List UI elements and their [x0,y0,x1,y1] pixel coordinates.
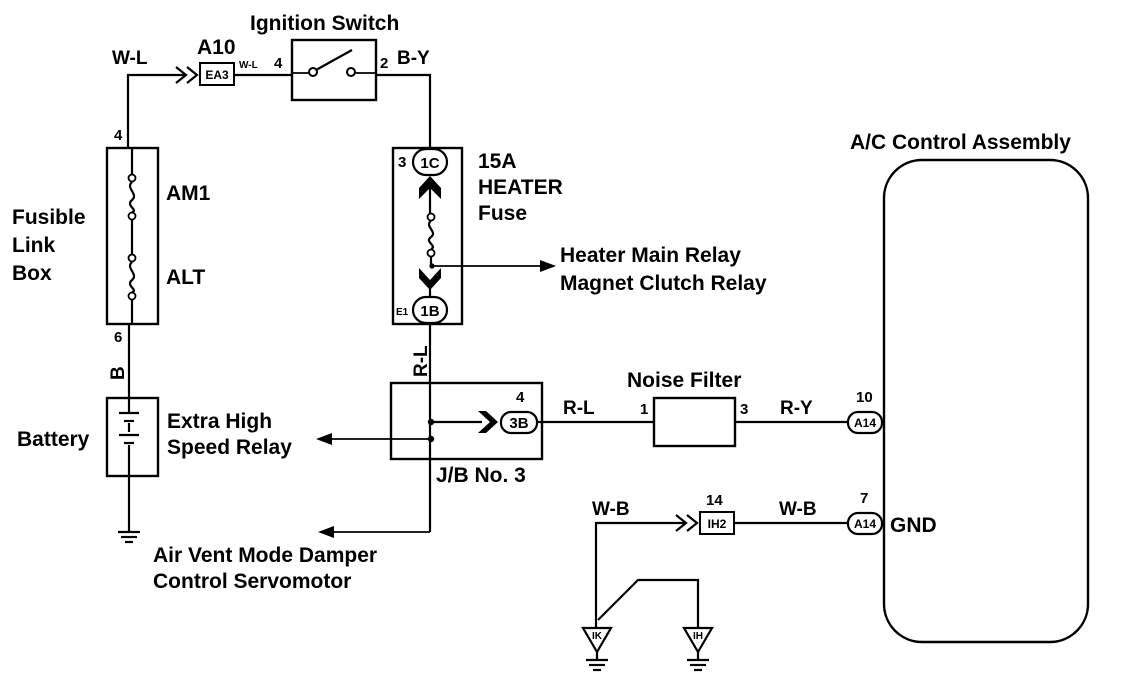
connector-a10-label: A10 [197,36,236,59]
ignition-switch-label: Ignition Switch [250,12,399,35]
heater-fuse-block [391,146,464,326]
gnd-label: GND [890,514,937,537]
extra-high-label-1: Extra High [167,410,272,433]
fusible-link-box [105,146,160,326]
magnet-clutch-relay-label: Magnet Clutch Relay [560,272,767,295]
connector-3b: 3B [509,415,528,432]
ig-pin-10: 10 [856,389,873,406]
wire-color-w-l-small: W-L [239,60,258,71]
extra-high-speed-arrow [316,433,431,445]
fuse-label-heater: HEATER [478,176,563,199]
fusible-label-1: Fusible [12,206,86,229]
battery-ground [118,476,140,544]
ac-control-assembly-label: A/C Control Assembly [850,131,1071,154]
fuse-label-15a: 15A [478,150,517,173]
fuse-label-fuse: Fuse [478,202,527,225]
am1-label: AM1 [166,182,211,205]
fusible-label-2: Link [12,234,55,257]
connector-a14-ig [846,410,884,435]
fl-pin-4: 4 [114,127,123,144]
connector-1b: 1B [420,303,439,320]
ign-pin-4: 4 [274,55,283,72]
fuse-pin-3: 3 [398,154,406,171]
top-feed-wire [126,66,199,148]
wire-color-w-b-left: W-B [592,499,630,520]
jb-pin-4: 4 [516,389,525,406]
gnd-pin-7: 7 [860,490,868,507]
noise-filter [652,396,737,448]
fl-pin-6: 6 [114,329,122,346]
wire-color-w-l: W-L [112,48,148,69]
connector-ih2: IH2 [699,511,735,535]
connector-a14-gnd-label: A14 [854,517,876,531]
wire-color-r-y: R-Y [780,398,813,419]
nf-pin-1: 1 [640,401,648,418]
connector-e1: E1 [396,307,409,318]
nf-pin-3: 3 [740,401,748,418]
battery-label: Battery [17,428,90,451]
svg-text:EA3: EA3 [205,68,229,82]
ignition-switch [290,38,378,102]
connector-a14-gnd [846,511,884,536]
wire-color-b: B [108,366,129,380]
svg-text:IH2: IH2 [708,517,727,531]
ground-splice-wire [597,578,700,628]
wire-color-r-l-vertical: R-L [411,345,432,377]
battery [105,396,160,478]
relay-branch-arrow [432,260,556,272]
connector-1c: 1C [420,155,439,172]
ground-ih-label: IH [693,631,703,642]
heater-main-relay-label: Heater Main Relay [560,244,741,267]
air-vent-damper-arrow [318,526,430,538]
air-vent-label-1: Air Vent Mode Damper [153,544,377,567]
ih2-pin-14: 14 [706,492,723,509]
connector-a14-ig-label: A14 [854,416,876,430]
extra-high-label-2: Speed Relay [167,436,292,459]
air-vent-label-2: Control Servomotor [153,570,351,593]
wire-switch-to-fuse [376,73,432,148]
wire-color-b-y: B-Y [397,48,430,69]
ac-control-assembly [882,158,1090,644]
ign-pin-2: 2 [380,55,388,72]
ground-wire-w-b [594,514,699,628]
ground-ik-label: IK [592,631,603,642]
jb-no3-label: J/B No. 3 [436,464,526,487]
wire-color-w-b-right: W-B [779,499,817,520]
wire-color-r-l-horizontal: R-L [563,398,595,419]
noise-filter-label: Noise Filter [627,369,741,392]
ground-ih [682,626,714,672]
ground-ik [581,626,613,672]
alt-label: ALT [166,266,205,289]
fusible-label-3: Box [12,262,52,285]
connector-ea3: EA3 [199,62,235,86]
